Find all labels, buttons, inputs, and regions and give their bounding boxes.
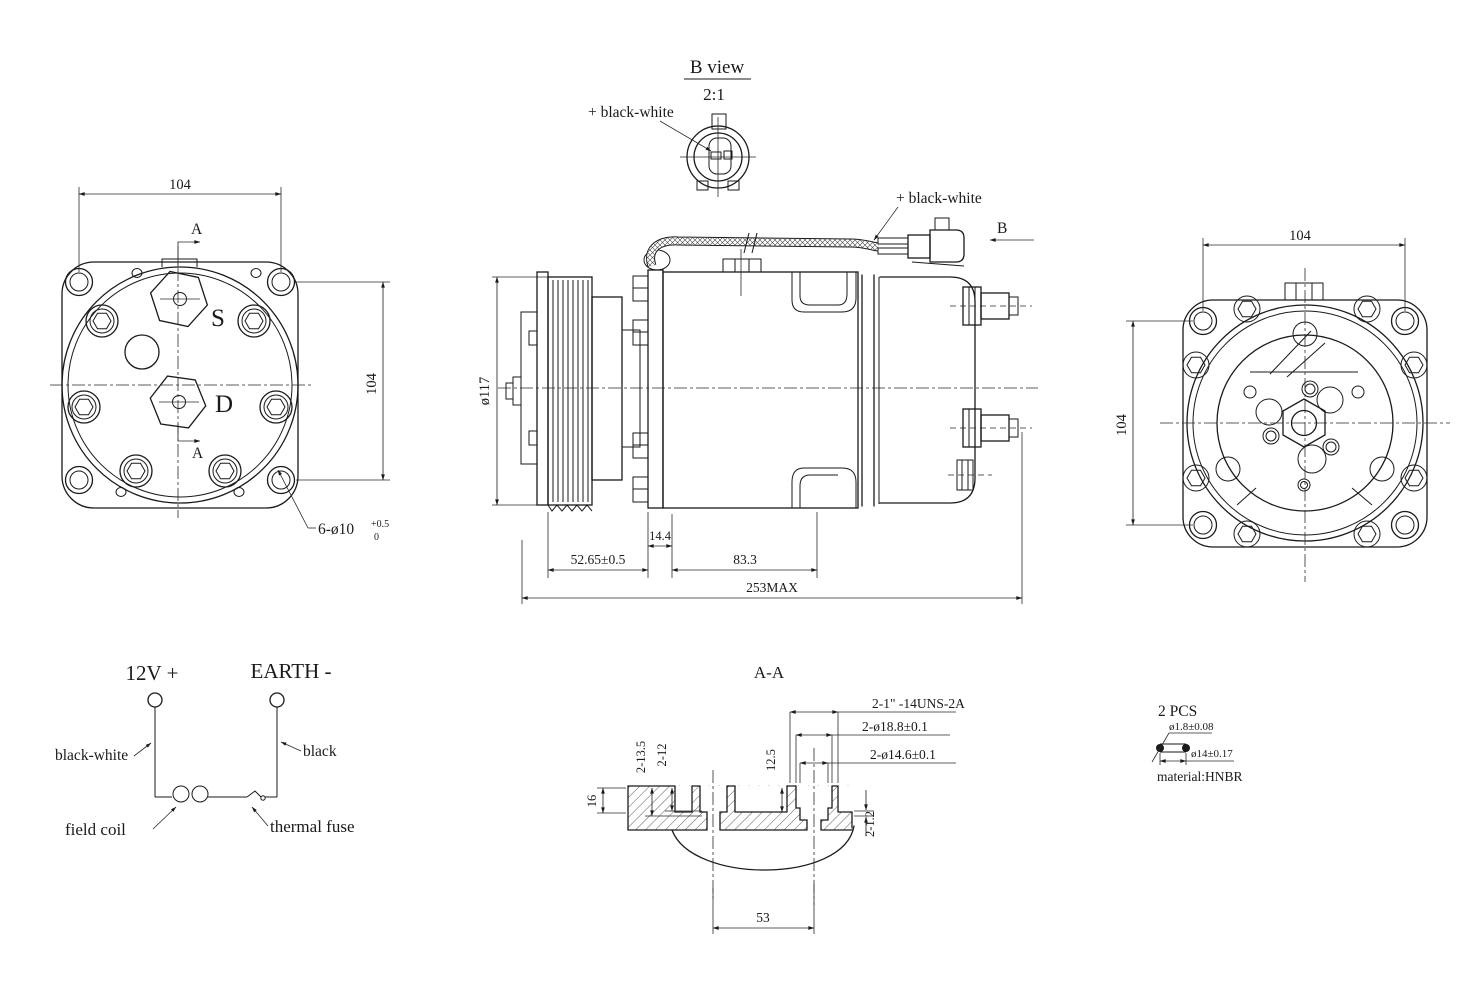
b-view: B view 2:1 + black-white	[588, 57, 756, 197]
svg-text:104: 104	[169, 177, 192, 193]
svg-text:104: 104	[1114, 413, 1130, 436]
dim-clutch-face: 14.4	[649, 529, 672, 543]
b-view-scale: 2:1	[703, 85, 725, 104]
svg-text:2-ø14.6±0.1: 2-ø14.6±0.1	[870, 747, 936, 762]
svg-text:16: 16	[585, 795, 599, 808]
cast-boss-circle	[124, 334, 160, 370]
side-dims: 14.4 52.65±0.5 83.3 253MAX	[521, 432, 1023, 604]
clutch-front-plate	[505, 271, 549, 506]
cylinder-body	[643, 249, 859, 509]
oring-material: material:HNBR	[1157, 769, 1242, 784]
negative-terminal	[269, 692, 285, 708]
positive-terminal-label: 12V +	[126, 661, 179, 685]
clutch-wire	[646, 232, 879, 268]
negative-wire-label: black	[303, 743, 337, 760]
section-left-dims: 16 2-13.5 2-12 12.5 2-1.2	[585, 741, 877, 837]
mount-hole-callout: 6-ø10 +0.5 0	[277, 469, 389, 543]
thermal-fuse-label: thermal fuse	[270, 817, 355, 836]
svg-text:53: 53	[756, 910, 770, 925]
rear-dim-height: 104	[1114, 320, 1193, 526]
section-outline	[627, 785, 855, 871]
svg-text:2-1" -14UNS-2A: 2-1" -14UNS-2A	[872, 696, 965, 711]
rear-top-plug	[1284, 282, 1324, 301]
svg-text:12.5: 12.5	[764, 749, 778, 771]
oring-cross-section	[1156, 743, 1190, 753]
svg-text:A: A	[192, 445, 204, 462]
dim-pulley-offset: 52.65±0.5	[571, 552, 626, 567]
wiring-diagram: 12V + EARTH - black-white black field co…	[55, 659, 355, 839]
section-arrow-top: A	[177, 221, 203, 267]
suction-label: S	[211, 305, 225, 332]
discharge-port	[149, 375, 207, 429]
head-bolts	[67, 304, 293, 488]
svg-text:A: A	[191, 221, 203, 238]
clutch-web	[591, 296, 623, 481]
wire-label: + black-white	[896, 190, 982, 207]
suction-port	[149, 270, 209, 328]
port-spacing-dim: 53	[712, 884, 815, 934]
svg-text:2-12: 2-12	[655, 744, 669, 767]
oring-qty: 2 PCS	[1158, 703, 1197, 720]
oring-cs-dim: ø1.8±0.08	[1169, 721, 1214, 733]
svg-text:104: 104	[1289, 228, 1312, 244]
section-arrow-bottom: A	[177, 424, 204, 462]
bore-callout: 2-ø14.6±0.1	[799, 747, 956, 783]
b-view-arrow: B	[989, 220, 1034, 242]
front-housing-flange	[632, 269, 664, 509]
svg-text:6-ø10: 6-ø10	[318, 521, 354, 538]
rear-dim-width: 104	[1202, 228, 1406, 311]
svg-text:ø117: ø117	[477, 377, 493, 405]
oring-id-dim: ø14±0.17	[1191, 748, 1233, 760]
suction-fitting	[950, 408, 1032, 448]
dim-overall: 253MAX	[746, 580, 798, 595]
svg-text:2-13.5: 2-13.5	[634, 741, 648, 773]
front-dim-height: 104	[296, 281, 390, 481]
svg-text:B: B	[997, 220, 1007, 237]
connector-face-view	[680, 113, 756, 197]
field-coil-symbol	[172, 785, 209, 803]
through-bolts	[632, 275, 649, 503]
section-hatch	[628, 785, 852, 830]
field-coil-label: field coil	[65, 820, 126, 839]
service-bolt	[948, 459, 992, 491]
counterbore-callout: 2-ø18.8±0.1	[795, 719, 950, 783]
rear-view: 104 104	[1114, 228, 1450, 582]
pulley	[547, 276, 593, 512]
thread-callout: 2-1" -14UNS-2A	[789, 696, 965, 783]
side-view: ø117	[477, 190, 1038, 604]
b-view-connector-label: + black-white	[588, 104, 674, 121]
oring-detail: 2 PCS ø1.8±0.08 ø14±0.17 material:HNBR	[1151, 703, 1242, 784]
b-view-title: B view	[690, 57, 745, 78]
rear-bolts	[1182, 295, 1428, 548]
positive-wire-label: black-white	[55, 747, 128, 764]
svg-text:+0.5: +0.5	[371, 519, 389, 530]
wire-connector	[877, 217, 965, 267]
svg-text:104: 104	[364, 372, 380, 395]
svg-text:2-ø18.8±0.1: 2-ø18.8±0.1	[862, 719, 928, 734]
discharge-label: D	[215, 391, 233, 418]
section-aa: A-A 2-1" -14UNS-2A 2-ø18.8±0.1	[585, 663, 965, 934]
front-dim-width: 104	[78, 177, 282, 272]
thermal-fuse-symbol	[246, 790, 277, 801]
corner-mount-holes	[64, 267, 296, 497]
svg-text:2-1.2: 2-1.2	[863, 811, 877, 837]
negative-terminal-label: EARTH -	[251, 659, 332, 683]
rear-head	[861, 274, 976, 507]
front-view: S D 104 104 A	[50, 177, 390, 543]
oil-plug	[722, 258, 762, 273]
section-title: A-A	[754, 663, 785, 682]
dim-body: 83.3	[733, 552, 757, 567]
svg-text:0: 0	[374, 532, 379, 543]
positive-terminal	[147, 692, 163, 708]
discharge-fitting	[950, 286, 1032, 326]
